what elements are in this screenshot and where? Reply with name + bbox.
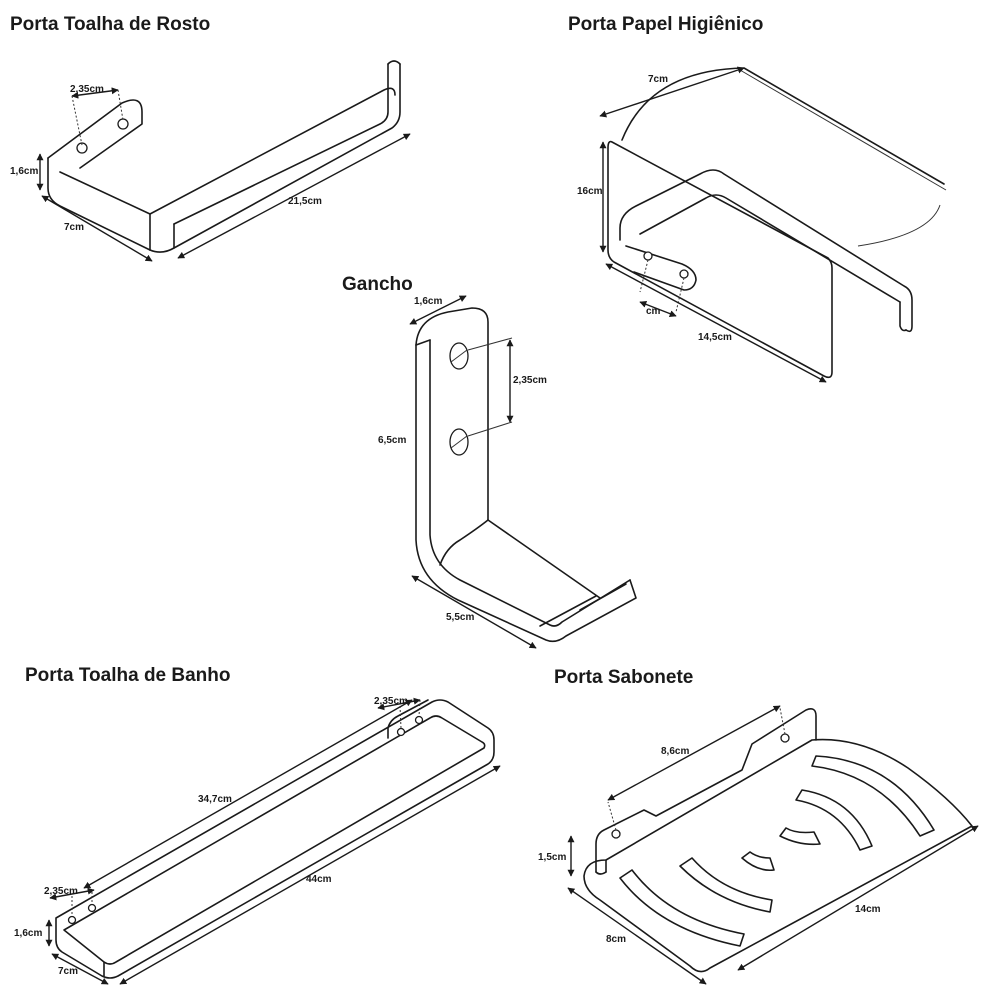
- dim-line: [605, 263, 827, 383]
- dim-line: [83, 699, 413, 889]
- dim-label: 7cm: [648, 74, 668, 85]
- dim-line: [71, 87, 119, 99]
- screw-hole-icon: [679, 269, 689, 279]
- drain-slot: [741, 851, 775, 872]
- dim-label: 21,5cm: [288, 196, 322, 207]
- drain-slot: [779, 827, 821, 846]
- dim-line: [119, 765, 501, 985]
- porta-sabonete-drawing: [583, 708, 973, 973]
- porta-toalha-banho-drawing: [55, 699, 495, 979]
- porta-toalha-rosto-group: Porta Toalha de Rosto 2,35cm 1,6cm 7cm 2…: [10, 14, 411, 262]
- dim-line: [51, 953, 109, 985]
- porta-toalha-rosto-drawing: [47, 60, 401, 253]
- porta-sabonete-group: Porta Sabonete 8,6cm 1,5cm 14cm 8cm: [538, 667, 979, 985]
- dim-line: [41, 195, 153, 262]
- dim-label: 6,5cm: [378, 435, 406, 446]
- dim-label: 14cm: [855, 904, 881, 915]
- gancho-title: Gancho: [342, 274, 413, 295]
- dim-label: 2,35cm: [44, 886, 78, 897]
- dim-label: cm: [646, 306, 661, 317]
- dim-line: [737, 825, 979, 971]
- screw-hole-icon: [780, 733, 790, 743]
- dim-label: 14,5cm: [698, 332, 732, 343]
- drain-slot: [619, 869, 745, 947]
- drain-slot: [811, 755, 935, 837]
- dim-line: [409, 295, 467, 325]
- drain-slot: [795, 789, 873, 851]
- dim-label: 8cm: [606, 934, 626, 945]
- dim-line: [411, 575, 537, 649]
- screw-hole-icon: [396, 727, 406, 737]
- dim-label: 1,6cm: [10, 166, 38, 177]
- dim-label: 1,6cm: [14, 928, 42, 939]
- screw-hole-icon: [414, 715, 424, 725]
- gancho-drawing: [415, 307, 637, 643]
- dim-label: 7cm: [58, 966, 78, 977]
- dim-label: 1,5cm: [538, 852, 566, 863]
- screw-hole-icon: [117, 118, 129, 130]
- screw-hole-icon: [643, 251, 653, 261]
- screw-hole-icon: [87, 903, 97, 913]
- drain-slot: [679, 857, 773, 913]
- porta-toalha-banho-group: Porta Toalha de Banho 34,7cm 44cm 2,35cm…: [14, 665, 501, 985]
- dim-label: 2,35cm: [374, 696, 408, 707]
- porta-toalha-rosto-title: Porta Toalha de Rosto: [10, 14, 210, 35]
- dim-label: 16cm: [577, 186, 603, 197]
- porta-toalha-banho-title: Porta Toalha de Banho: [25, 665, 231, 686]
- dim-line: [607, 705, 781, 801]
- dim-label: 1,6cm: [414, 296, 442, 307]
- dim-label: 44cm: [306, 874, 332, 885]
- dim-label: 5,5cm: [446, 612, 474, 623]
- screw-hole-icon: [67, 915, 77, 925]
- dim-line: [377, 697, 421, 711]
- dim-label: 2,35cm: [513, 375, 547, 386]
- dim-label: 7cm: [64, 222, 84, 233]
- screw-hole-icon: [611, 829, 621, 839]
- porta-papel-higienico-group: Porta Papel Higiênico 7cm 16cm cm 14,5cm: [568, 14, 947, 383]
- porta-papel-higienico-title: Porta Papel Higiênico: [568, 14, 763, 35]
- dim-line: [599, 66, 745, 118]
- dim-label: 8,6cm: [661, 746, 689, 757]
- dim-label: 34,7cm: [198, 794, 232, 805]
- dim-line: [177, 133, 411, 259]
- dim-label: 2,35cm: [70, 84, 104, 95]
- gancho-group: Gancho 1,6cm 2,35cm 6,5cm 5,5cm: [342, 274, 637, 649]
- porta-sabonete-title: Porta Sabonete: [554, 667, 693, 688]
- dim-line: [567, 887, 707, 985]
- dim-line: [49, 887, 95, 901]
- porta-papel-higienico-drawing: [607, 67, 947, 379]
